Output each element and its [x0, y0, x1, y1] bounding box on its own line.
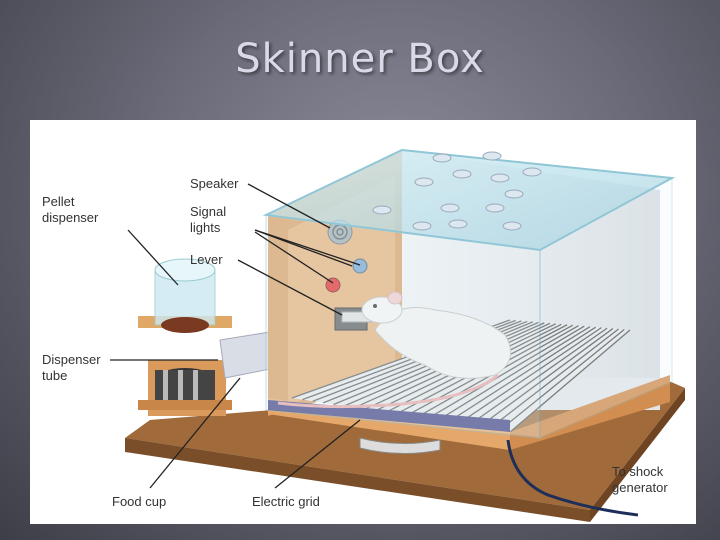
grid-bar	[499, 329, 625, 431]
label-to-shock-generator: To shock generator	[612, 464, 668, 495]
skinner-box-diagram: Speaker Signal lights Lever Pellet dispe…	[30, 120, 696, 524]
label-signal-lights: Signal lights	[190, 204, 227, 235]
glass-enclosure	[262, 148, 676, 440]
grid-bar	[447, 326, 597, 423]
grid-bar	[488, 328, 619, 430]
rat	[277, 291, 512, 409]
label-pellet-dispenser: Pellet dispenser	[42, 194, 99, 225]
leader-lines	[110, 183, 361, 489]
grid-bar	[478, 328, 614, 428]
label-electric-grid: Electric grid	[252, 494, 320, 509]
grid-bar	[426, 325, 585, 420]
pellet-dispenser-assembly	[138, 258, 292, 416]
label-food-cup: Food cup	[112, 494, 167, 509]
grid-bar	[509, 329, 631, 433]
grid-bar	[468, 327, 608, 427]
shock-wire	[506, 439, 639, 517]
grid-bar	[457, 327, 602, 425]
label-lever: Lever	[190, 252, 223, 267]
label-dispenser-tube: Dispenser tube	[42, 352, 101, 383]
grid-bar	[436, 326, 591, 422]
diagram-illustration	[110, 148, 685, 522]
label-speaker: Speaker	[190, 176, 239, 191]
slide-title: Skinner Box	[235, 36, 485, 82]
